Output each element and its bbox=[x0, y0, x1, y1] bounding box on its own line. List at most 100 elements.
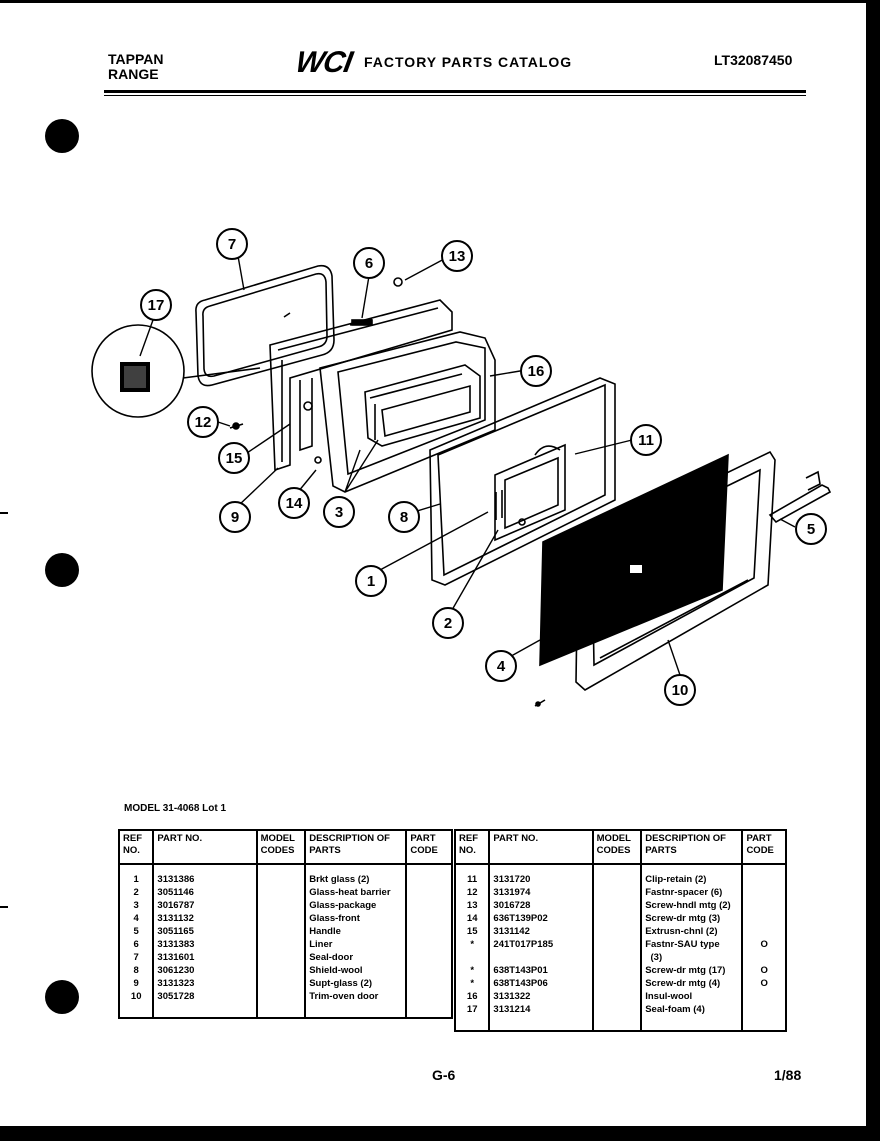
cell-model bbox=[591, 977, 643, 990]
cell-part: 3016728 bbox=[488, 899, 594, 912]
trim-oven-door-part bbox=[575, 450, 776, 691]
cell-part: 3016787 bbox=[152, 899, 258, 912]
cell-part: 3131214 bbox=[488, 1003, 594, 1031]
cell-code bbox=[405, 951, 453, 964]
svg-text:16: 16 bbox=[528, 363, 545, 380]
brand-block: TAPPAN RANGE bbox=[108, 52, 163, 82]
cell-code bbox=[741, 864, 787, 886]
cell-model bbox=[591, 899, 643, 912]
col-header-code: PART CODE bbox=[741, 829, 787, 865]
cell-ref: 6 bbox=[117, 938, 155, 951]
col-header-part: PART NO. bbox=[488, 829, 594, 865]
cell-model bbox=[255, 912, 307, 925]
cell-code bbox=[741, 951, 787, 964]
callout-2: 2 bbox=[432, 607, 464, 639]
callout-1: 1 bbox=[355, 565, 387, 597]
cell-desc: Supt-glass (2) bbox=[304, 977, 408, 990]
cell-model bbox=[591, 912, 643, 925]
callout-5: 5 bbox=[795, 513, 827, 545]
cell-model bbox=[591, 886, 643, 899]
cell-ref bbox=[453, 951, 491, 964]
cell-part: 3061230 bbox=[152, 964, 258, 977]
cell-code bbox=[741, 886, 787, 899]
callout-15: 15 bbox=[218, 442, 250, 474]
svg-text:2: 2 bbox=[444, 615, 452, 632]
cell-part: 3131720 bbox=[488, 864, 594, 886]
catalog-title: FACTORY PARTS CATALOG bbox=[364, 54, 573, 70]
cell-desc: (3) bbox=[640, 951, 744, 964]
page-edge-top bbox=[0, 0, 880, 3]
svg-text:9: 9 bbox=[231, 509, 239, 526]
col-header-model: MODEL CODES bbox=[591, 829, 643, 865]
callout-12: 12 bbox=[187, 406, 219, 438]
cell-model bbox=[255, 964, 307, 977]
cell-ref: 13 bbox=[453, 899, 491, 912]
cell-ref: 16 bbox=[453, 990, 491, 1003]
cell-model bbox=[591, 990, 643, 1003]
table-header-row: REF NO. PART NO. MODEL CODES DESCRIPTION… bbox=[453, 829, 787, 865]
seal-foam-detail bbox=[91, 324, 261, 418]
cell-ref: 8 bbox=[117, 964, 155, 977]
shield-panel-part bbox=[429, 377, 616, 586]
parts-table-left: REF NO. PART NO. MODEL CODES DESCRIPTION… bbox=[117, 829, 453, 1019]
exploded-door-diagram: 7 6 13 17 16 12 11 15 14 9 3 8 5 1 2 4 1… bbox=[91, 228, 832, 707]
callout-16: 16 bbox=[520, 355, 552, 387]
callout-10: 10 bbox=[664, 674, 696, 706]
cell-model bbox=[255, 925, 307, 938]
cell-ref: 7 bbox=[117, 951, 155, 964]
cell-model bbox=[591, 925, 643, 938]
cell-part: 3131132 bbox=[152, 912, 258, 925]
cell-ref: 10 bbox=[117, 990, 155, 1018]
cell-ref: 15 bbox=[453, 925, 491, 938]
cell-model bbox=[255, 951, 307, 964]
cell-part: 3131383 bbox=[152, 938, 258, 951]
cell-part: 636T139P02 bbox=[488, 912, 594, 925]
cell-part: 3131322 bbox=[488, 990, 594, 1003]
cell-code bbox=[405, 977, 453, 990]
cell-code bbox=[741, 912, 787, 925]
callout-11: 11 bbox=[630, 424, 662, 456]
cell-desc: Handle bbox=[304, 925, 408, 938]
cell-code bbox=[405, 964, 453, 977]
col-header-desc: DESCRIPTION OF PARTS bbox=[304, 829, 408, 865]
cell-desc: Trim-oven door bbox=[304, 990, 408, 1018]
cell-code bbox=[405, 886, 453, 899]
insulation-panel-part bbox=[319, 331, 496, 493]
cell-desc: Glass-heat barrier bbox=[304, 886, 408, 899]
callout-7: 7 bbox=[216, 228, 248, 260]
punch-hole bbox=[45, 553, 79, 587]
cell-desc: Shield-wool bbox=[304, 964, 408, 977]
cell-desc: Screw-hndl mtg (2) bbox=[640, 899, 744, 912]
cell-code bbox=[405, 925, 453, 938]
callout-6: 6 bbox=[353, 247, 385, 279]
model-line: MODEL 31-4068 Lot 1 bbox=[124, 803, 227, 814]
svg-text:3: 3 bbox=[335, 504, 343, 521]
door-seal-part bbox=[195, 264, 335, 387]
cell-code bbox=[405, 864, 453, 886]
page-edge-tick bbox=[0, 906, 8, 908]
cell-model bbox=[255, 864, 307, 886]
cell-ref: 14 bbox=[453, 912, 491, 925]
cell-desc: Screw-dr mtg (17) bbox=[640, 964, 744, 977]
svg-text:5: 5 bbox=[807, 521, 815, 538]
cell-code bbox=[405, 990, 453, 1018]
cell-ref: * bbox=[453, 977, 491, 990]
cell-code: O bbox=[741, 938, 787, 951]
col-header-ref: REF NO. bbox=[117, 829, 155, 865]
table-row: (3) bbox=[453, 951, 787, 964]
callout-4: 4 bbox=[485, 650, 517, 682]
